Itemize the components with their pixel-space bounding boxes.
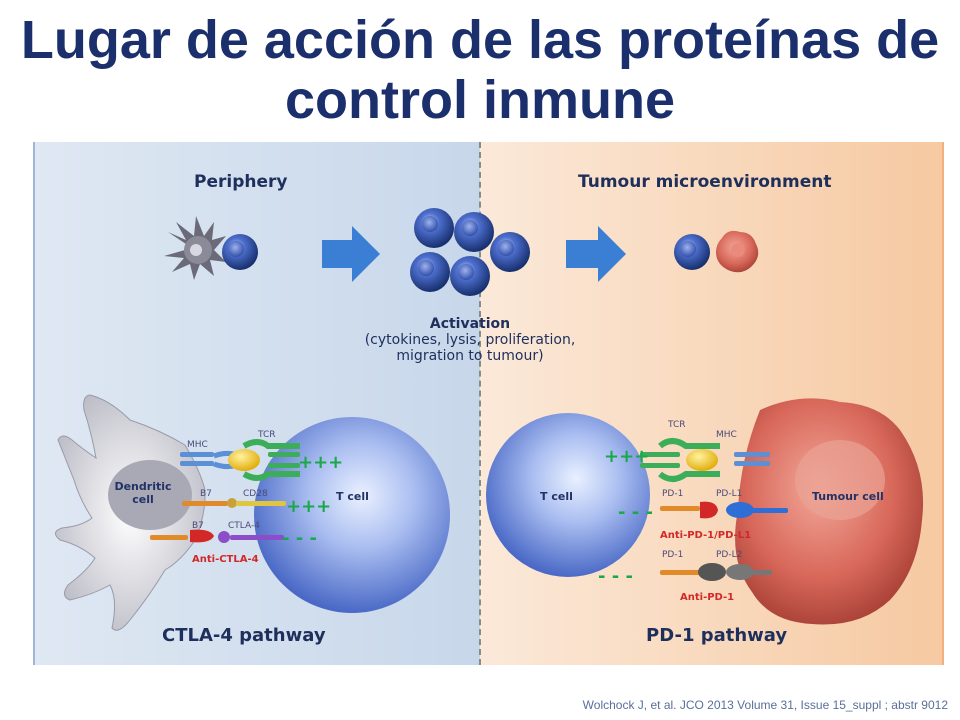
t-cell-label-right: T cell	[540, 490, 573, 503]
dendritic-cell	[55, 394, 206, 631]
activation-text: Activation (cytokines, lysis, proliferat…	[340, 316, 600, 364]
activated-t-cells-cluster	[410, 208, 530, 296]
b7-label-2: B7	[192, 521, 204, 531]
activation-title: Activation	[429, 316, 511, 332]
mhc-tcr-complex	[180, 439, 300, 481]
anti-pd1-label: Anti-PD-1	[680, 592, 735, 603]
small-t-cell-icon	[222, 234, 258, 270]
t-cell-large-right	[486, 413, 650, 577]
slide-title: Lugar de acción de las proteínas de cont…	[20, 10, 940, 130]
pd1-pdl1-complex	[660, 501, 788, 519]
tumour-cell-label: Tumour cell	[812, 490, 884, 503]
tcr-mhc-complex	[640, 438, 770, 482]
b7-label-1: B7	[200, 489, 212, 499]
b7-cd28-complex	[182, 498, 286, 508]
ctla4-pathway-label: CTLA-4 pathway	[162, 625, 326, 646]
b7-ctla4-complex	[150, 529, 284, 543]
tcr-label: TCR	[258, 430, 276, 440]
activation-detail-2: migration to tumour)	[396, 348, 544, 364]
activation-detail-1: (cytokines, lysis, proliferation,	[364, 332, 576, 348]
ctla4-label: CTLA-4	[228, 521, 260, 531]
pdl1-label: PD-L1	[716, 489, 743, 499]
pd1-label-1: PD-1	[662, 489, 684, 499]
arrow-right-icon	[322, 226, 380, 282]
minus-signal-right-1: - - -	[618, 502, 653, 523]
anti-pd1-pdl1-label: Anti-PD-1/PD-L1	[660, 530, 752, 541]
t-cell-large-left	[254, 417, 450, 613]
pd1-pdl2-complex	[660, 563, 772, 581]
tumour-microenvironment-label: Tumour microenvironment	[578, 172, 832, 192]
plus-signal-right: +++	[604, 446, 650, 467]
plus-signal-2: +++	[286, 496, 332, 517]
pd1-pathway-label: PD-1 pathway	[646, 625, 788, 646]
anti-ctla4-label: Anti-CTLA-4	[192, 554, 259, 565]
citation: Wolchock J, et al. JCO 2013 Volume 31, I…	[582, 698, 948, 712]
tumour-cell-large	[735, 398, 924, 625]
tcr-label-right: TCR	[668, 420, 686, 430]
t-cell-label-left: T cell	[336, 490, 369, 503]
panel-divider	[479, 142, 481, 665]
pdl2-label: PD-L2	[716, 550, 743, 560]
periphery-label: Periphery	[194, 172, 288, 192]
plus-signal-1: +++	[298, 452, 344, 473]
t-cell-attacking-tumour-icon	[674, 230, 759, 273]
mhc-label-right: MHC	[716, 430, 737, 440]
cd28-label: CD28	[243, 489, 268, 499]
mhc-label: MHC	[187, 440, 208, 450]
pd1-label-2: PD-1	[662, 550, 684, 560]
minus-signal-right-2: - - -	[598, 566, 633, 587]
small-dendritic-cell-icon	[164, 216, 226, 280]
dendritic-cell-label: Dendritic cell	[114, 480, 172, 506]
arrow-right-icon	[566, 226, 626, 282]
minus-signal: - - -	[282, 528, 317, 549]
